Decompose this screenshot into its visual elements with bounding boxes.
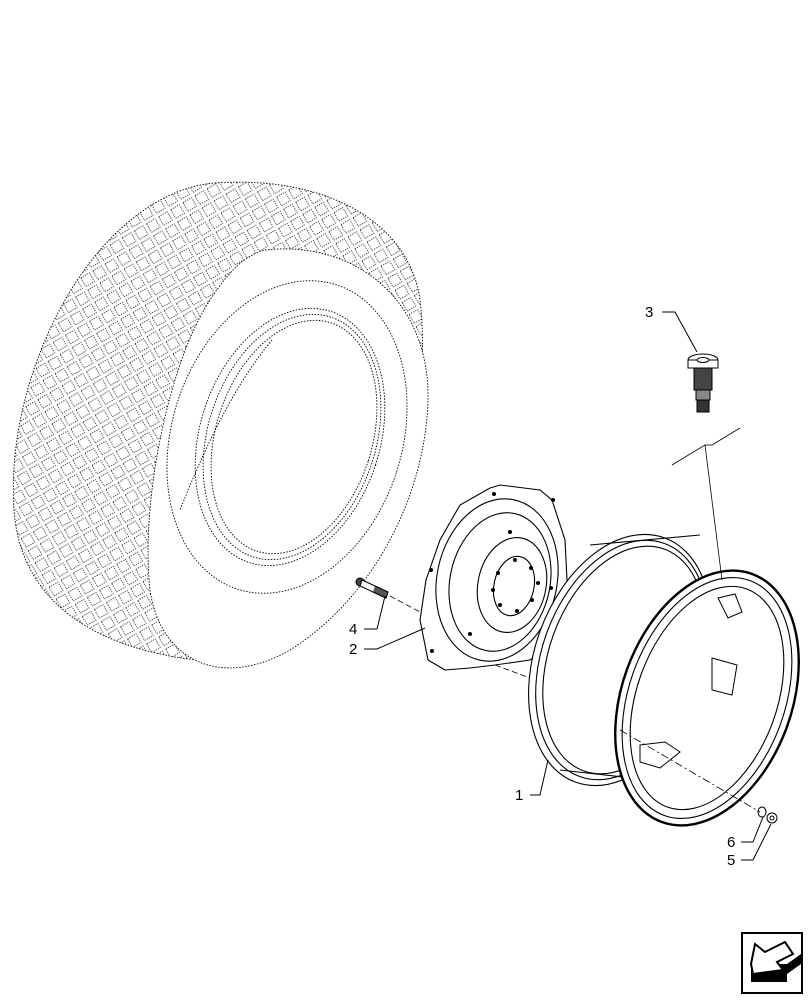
wheel-disc[interactable] [419,484,573,673]
rim[interactable] [496,509,808,851]
assembly-lines [389,427,761,813]
leader-lines [364,311,772,861]
valve[interactable] [687,353,719,413]
callout-3: 3 [645,304,653,321]
nut-and-washer[interactable] [757,806,778,824]
bolt[interactable] [355,577,389,599]
callout-5: 5 [727,852,735,869]
return-arrow-icon [749,940,801,982]
callout-4: 4 [349,621,357,638]
callout-6: 6 [727,834,735,851]
tire [12,181,429,669]
callout-1: 1 [515,787,523,804]
callout-2: 2 [349,641,357,658]
return-navigation-button[interactable] [741,932,803,994]
